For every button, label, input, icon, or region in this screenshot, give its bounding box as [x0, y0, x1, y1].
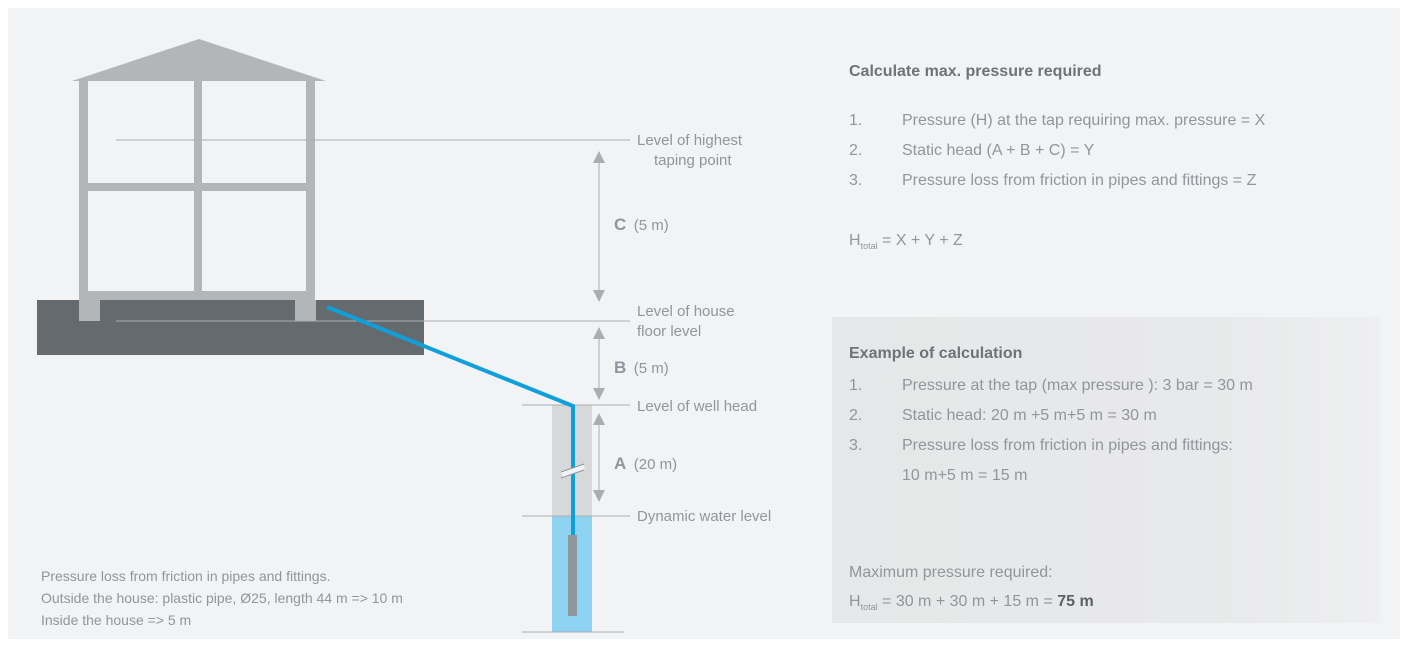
ground-slab [37, 300, 424, 355]
house-wall-right [306, 81, 315, 321]
well-pump-diagram: C (5 m) B (5 m) A (20 m) Level of highes… [37, 39, 771, 633]
list-number: 3. [849, 437, 863, 454]
list-number: 2. [849, 407, 863, 424]
pipe-break-icon [560, 463, 586, 479]
list-text: Static head: 20 m +5 m+5 m = 30 m [902, 407, 1157, 424]
house-wall-left [79, 81, 88, 321]
level-label-highest-2: taping point [654, 152, 732, 169]
list-number: 2. [849, 142, 863, 159]
list-text: Pressure (H) at the tap requiring max. p… [902, 112, 1266, 129]
level-label-water: Dynamic water level [637, 508, 771, 525]
house-floor-upper [79, 183, 315, 191]
house-roof [72, 39, 326, 81]
list-text: Pressure at the tap (max pressure ): 3 b… [902, 377, 1253, 394]
calculation-list: 1. Pressure (H) at the tap requiring max.… [849, 106, 1389, 196]
list-text: Pressure loss from friction in pipes and… [902, 172, 1257, 189]
list-item: 3. Pressure loss from friction in pipes a… [849, 431, 1369, 461]
list-number: 1. [849, 377, 863, 394]
example-summary: Maximum pressure required: [849, 564, 1053, 581]
note-line: Inside the house => 5 m [41, 612, 192, 628]
example-title: Example of calculation [849, 345, 1023, 362]
list-text: Pressure loss from friction in pipes and… [902, 437, 1233, 454]
dimension-arrow-b [593, 327, 605, 400]
list-item: 3. Pressure loss from friction in pipes a… [849, 166, 1389, 196]
supply-pipe [326, 305, 575, 535]
level-label-highest-1: Level of highest [637, 132, 743, 149]
dimension-label-c: C (5 m) [614, 215, 669, 234]
level-label-wellhead: Level of well head [637, 398, 757, 415]
list-number: 3. [849, 172, 863, 189]
friction-note: Pressure loss from friction in pipes and… [41, 565, 403, 631]
total-formula: Htotal = X + Y + Z [849, 232, 963, 251]
house [72, 39, 326, 321]
example-list: 1. Pressure at the tap (max pressure ): 3… [849, 371, 1369, 491]
pump [568, 535, 577, 616]
list-item: 1. Pressure (H) at the tap requiring max.… [849, 106, 1389, 136]
dimension-arrow-a [593, 413, 605, 502]
example-result: Htotal = 30 m + 30 m + 15 m = 75 m [849, 593, 1094, 612]
calculation-title: Calculate max. pressure required [849, 63, 1102, 80]
house-footing-left-top [79, 300, 100, 321]
list-text: Static head (A + B + C) = Y [902, 142, 1095, 159]
list-number: 1. [849, 112, 863, 129]
list-item: 2. Static head (A + B + C) = Y [849, 136, 1389, 166]
example-box: Example of calculation 1. Pressure at the… [832, 317, 1380, 623]
list-item: 2. Static head: 20 m +5 m+5 m = 30 m [849, 401, 1369, 431]
level-label-floor-2: floor level [637, 323, 701, 340]
dimension-label-a: A (20 m) [614, 454, 677, 473]
list-continuation: 10 m+5 m = 15 m [902, 467, 1028, 484]
note-line: Outside the house: plastic pipe, Ø25, le… [41, 590, 403, 606]
list-item: 1. Pressure at the tap (max pressure ): 3… [849, 371, 1369, 401]
calculation-section: Calculate max. pressure required 1. Press… [849, 63, 1389, 261]
dimension-arrow-c [593, 151, 605, 302]
house-floor-lower [79, 291, 315, 300]
note-line: Pressure loss from friction in pipes and… [41, 568, 331, 584]
house-footing-right-top [295, 300, 316, 321]
level-label-floor-1: Level of house [637, 303, 735, 320]
dimension-label-b: B (5 m) [614, 358, 669, 377]
